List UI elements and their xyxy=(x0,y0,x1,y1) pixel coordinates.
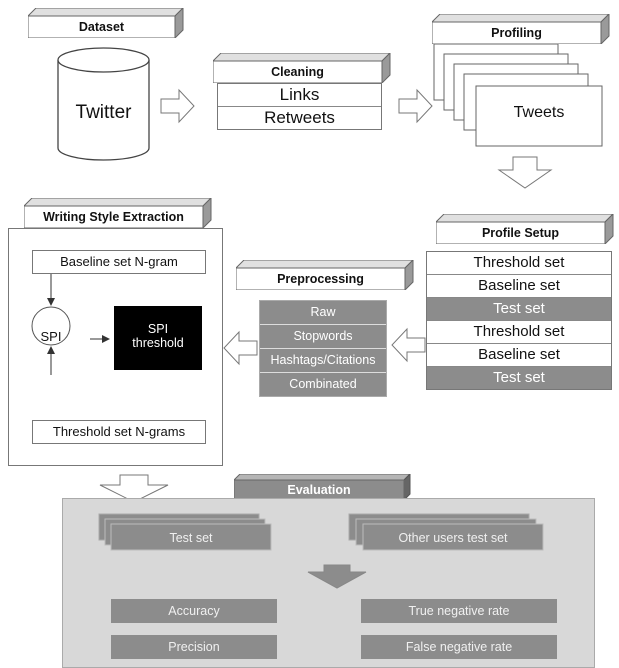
preprocessing-header-box xyxy=(236,260,414,290)
tweets-stack-icon xyxy=(433,43,603,147)
preprocessing-item-stopwords: Stopwords xyxy=(260,325,386,349)
arrow-down-icon xyxy=(99,474,169,503)
writing-style-header-box xyxy=(24,198,212,228)
profile-setup-block: Profile Setup Threshold set Baseline set… xyxy=(426,214,616,394)
test-set-stack xyxy=(98,513,272,551)
preprocessing-block: Preprocessing Raw Stopwords Hashtags/Cit… xyxy=(236,260,416,400)
arrow-down-icon xyxy=(307,564,367,589)
profile-setup-item: Test set xyxy=(427,298,611,321)
cleaning-header-box xyxy=(213,53,391,83)
profile-setup-title: Profile Setup xyxy=(481,226,560,240)
cleaning-block: Cleaning Links Retweets xyxy=(213,53,393,133)
writing-style-connectors xyxy=(31,274,110,375)
baseline-ngram-box: Baseline set N-gram xyxy=(32,250,206,274)
dataset-source-label: Twitter xyxy=(75,102,132,123)
cleaning-title: Cleaning xyxy=(271,65,324,79)
cleaning-item-retweets: Retweets xyxy=(264,108,335,127)
arrow-left-icon xyxy=(391,327,426,363)
spi-threshold-line2: threshold xyxy=(132,336,184,350)
dataset-block: Dataset Twitter xyxy=(28,8,188,161)
preprocessing-list: Raw Stopwords Hashtags/Citations Combina… xyxy=(259,300,387,397)
profile-setup-item: Test set xyxy=(427,367,611,389)
precision-box: Precision xyxy=(111,635,277,659)
database-cylinder-icon xyxy=(57,47,150,161)
dataset-title: Dataset xyxy=(78,20,125,34)
writing-style-block: Writing Style Extraction Baseline set N-… xyxy=(6,198,226,470)
writing-style-title: Writing Style Extraction xyxy=(43,210,184,224)
preprocessing-item-combinated: Combinated xyxy=(260,373,386,396)
profiling-header-box xyxy=(432,14,610,44)
preprocessing-item-hashtags: Hashtags/Citations xyxy=(260,349,386,373)
evaluation-title: Evaluation xyxy=(287,483,351,497)
preprocessing-item-raw: Raw xyxy=(260,301,386,325)
test-set-label: Test set xyxy=(169,531,213,545)
other-users-test-set-stack xyxy=(348,513,544,551)
profile-setup-item: Baseline set xyxy=(427,344,611,367)
arrow-left-icon xyxy=(223,330,258,366)
spi-circle-label: SPI xyxy=(40,329,62,344)
profiling-block: Profiling Tweets xyxy=(432,14,612,149)
profile-setup-list: Threshold set Baseline set Test set Thre… xyxy=(426,251,612,390)
arrow-right-icon xyxy=(398,88,433,124)
preprocessing-title: Preprocessing xyxy=(277,272,364,286)
spi-threshold-box: SPI threshold xyxy=(114,306,202,370)
arrow-down-icon xyxy=(497,156,553,189)
accuracy-box: Accuracy xyxy=(111,599,277,623)
other-users-test-set-label: Other users test set xyxy=(398,531,508,545)
threshold-ngram-box: Threshold set N-grams xyxy=(32,420,206,444)
false-negative-rate-box: False negative rate xyxy=(361,635,557,659)
spi-threshold-line1: SPI xyxy=(147,322,169,336)
profile-setup-item: Threshold set xyxy=(427,321,611,344)
cleaning-list: Links Retweets xyxy=(217,83,382,130)
tweets-label: Tweets xyxy=(513,104,565,121)
profile-setup-header-box xyxy=(436,214,614,244)
dataset-header-box xyxy=(28,8,184,38)
profiling-title: Profiling xyxy=(491,26,542,40)
cleaning-item-links: Links xyxy=(218,84,381,107)
arrow-right-icon xyxy=(160,88,195,124)
true-negative-rate-box: True negative rate xyxy=(361,599,557,623)
profile-setup-item: Threshold set xyxy=(427,252,611,275)
profile-setup-item: Baseline set xyxy=(427,275,611,298)
